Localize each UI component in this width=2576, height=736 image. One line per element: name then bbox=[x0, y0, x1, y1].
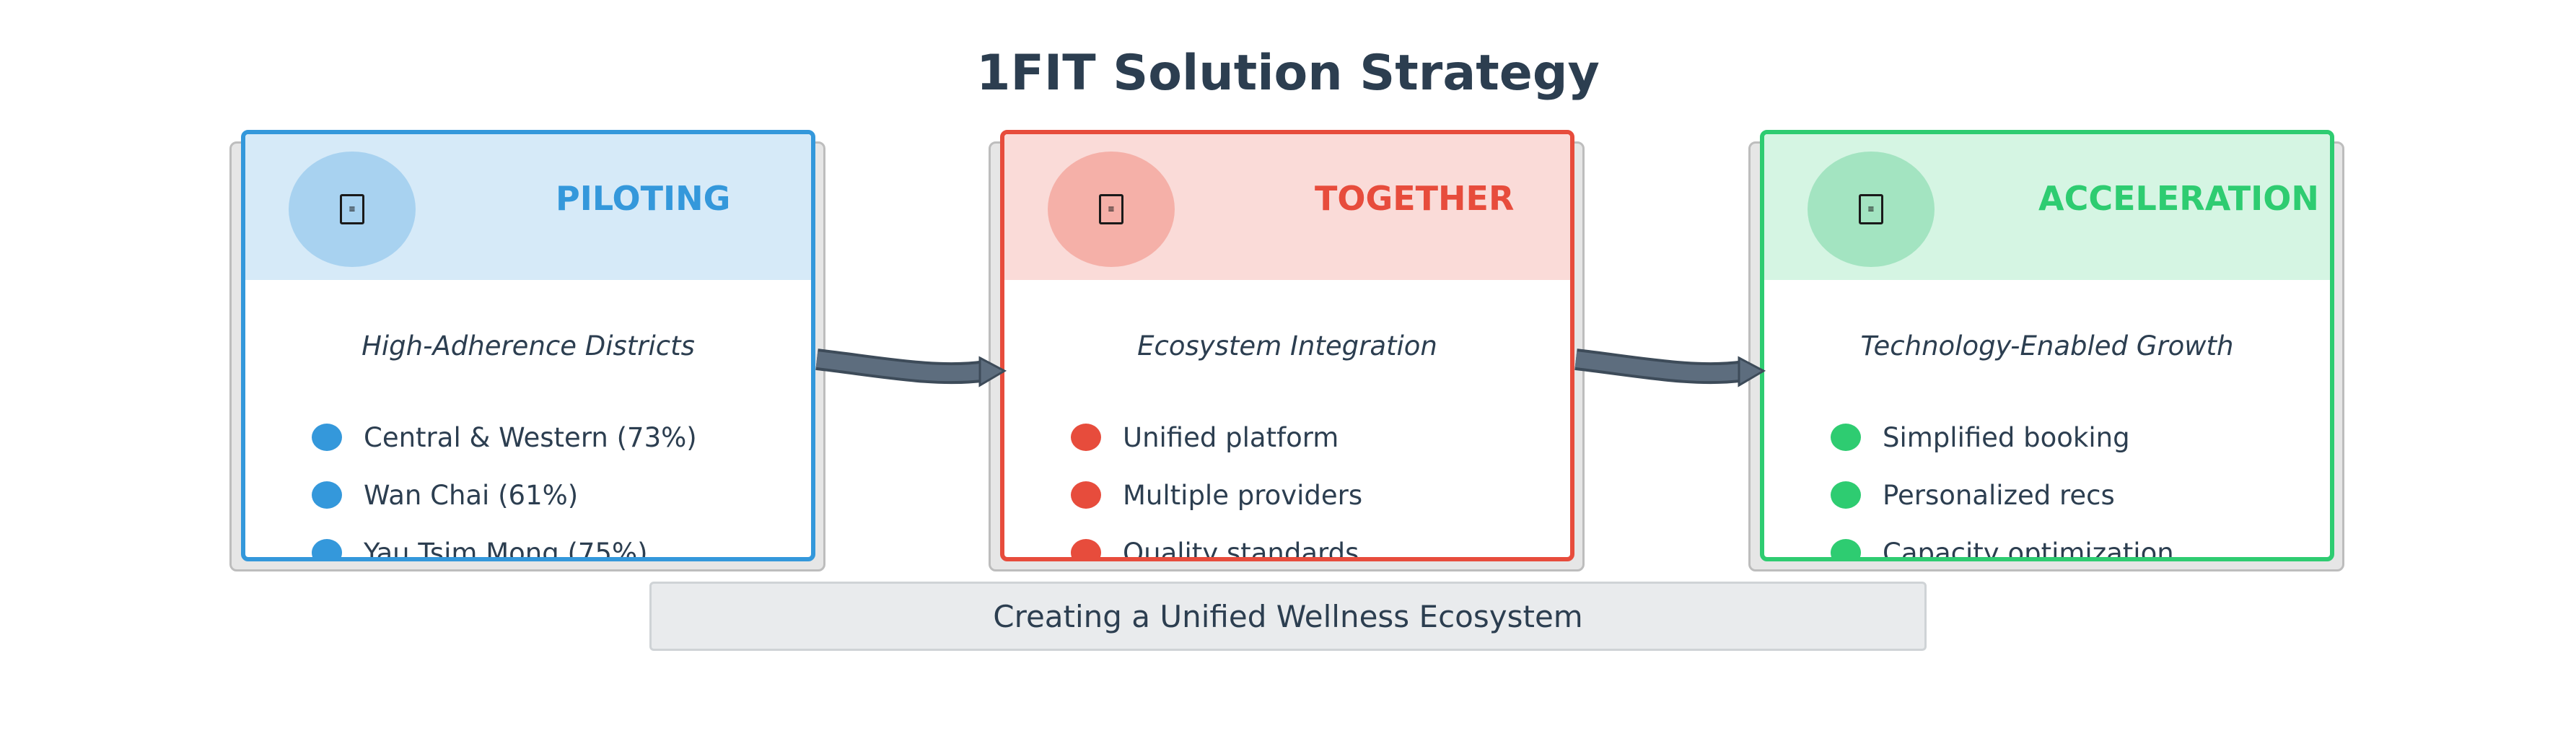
flow-arrow-icon bbox=[815, 349, 1007, 387]
list-item: Wan Chai (61%) bbox=[312, 466, 697, 524]
clipboard-icon: ≡ bbox=[289, 152, 416, 267]
card-list: Unified platform Multiple providers Qual… bbox=[1071, 408, 1362, 557]
list-item: Simplified booking bbox=[1831, 408, 2174, 466]
bullet-icon bbox=[1071, 539, 1101, 557]
rocket-icon: ≡ bbox=[1808, 152, 1935, 267]
list-item: Central & Western (73%) bbox=[312, 408, 697, 466]
list-item: Unified platform bbox=[1071, 408, 1362, 466]
bullet-icon bbox=[312, 424, 342, 451]
bullet-icon bbox=[1071, 424, 1101, 451]
card-list: Simplified booking Personalized recs Cap… bbox=[1831, 408, 2174, 557]
card-header: ≡ PILOTING bbox=[245, 134, 811, 280]
page-title: 1FIT Solution Strategy bbox=[976, 45, 1600, 102]
card-together: ≡ TOGETHER Ecosystem Integration Unified… bbox=[1000, 130, 1574, 561]
bullet-icon bbox=[1831, 424, 1861, 451]
footer-banner: Creating a Unified Wellness Ecosystem bbox=[649, 582, 1927, 651]
handshake-icon: ≡ bbox=[1048, 152, 1175, 267]
card-subtitle: Technology-Enabled Growth bbox=[1860, 330, 2234, 362]
bullet-icon bbox=[312, 481, 342, 509]
card-heading: TOGETHER bbox=[1315, 179, 1515, 218]
card-list: Central & Western (73%) Wan Chai (61%) Y… bbox=[312, 408, 697, 557]
card-header: ≡ ACCELERATION bbox=[1764, 134, 2330, 280]
bullet-icon bbox=[312, 539, 342, 557]
list-item: Personalized recs bbox=[1831, 466, 2174, 524]
card-heading: ACCELERATION bbox=[2038, 179, 2319, 218]
bullet-icon bbox=[1831, 481, 1861, 509]
bullet-icon bbox=[1071, 481, 1101, 509]
card-piloting: ≡ PILOTING High-Adherence Districts Cent… bbox=[241, 130, 815, 561]
card-header: ≡ TOGETHER bbox=[1004, 134, 1570, 280]
list-item: Quality standards bbox=[1071, 524, 1362, 557]
list-item: Yau Tsim Mong (75%) bbox=[312, 524, 697, 557]
flow-arrow-icon bbox=[1574, 349, 1766, 387]
card-acceleration: ≡ ACCELERATION Technology-Enabled Growth… bbox=[1760, 130, 2334, 561]
bullet-icon bbox=[1831, 539, 1861, 557]
list-item: Multiple providers bbox=[1071, 466, 1362, 524]
card-subtitle: High-Adherence Districts bbox=[362, 330, 695, 362]
card-subtitle: Ecosystem Integration bbox=[1137, 330, 1437, 362]
card-heading: PILOTING bbox=[556, 179, 731, 218]
list-item: Capacity optimization bbox=[1831, 524, 2174, 557]
